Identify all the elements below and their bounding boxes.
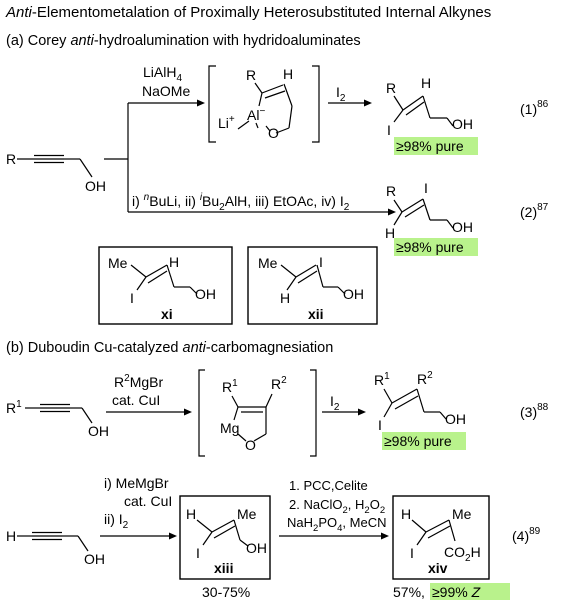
al-anion: Al− (247, 106, 265, 123)
svg-text:H: H (6, 528, 16, 544)
eq1-label: (1)86 (520, 99, 549, 117)
eq1-product: R H I OH (386, 75, 473, 138)
eq3-reagent-grignard: R2MgBr (114, 373, 163, 390)
magnesium-intermediate: R1 R2 Mg O (198, 369, 317, 457)
svg-text:xii: xii (308, 306, 324, 322)
svg-text:OH: OH (88, 423, 109, 439)
svg-text:Me: Me (108, 255, 128, 271)
svg-text:I: I (378, 417, 382, 433)
li-cation: Li+ (218, 114, 235, 131)
svg-text:I: I (410, 545, 414, 561)
eq3-reagent-i2: I2 (330, 393, 340, 413)
svg-text:O: O (268, 125, 279, 141)
svg-text:R2: R2 (271, 375, 287, 392)
svg-text:xi: xi (161, 306, 173, 322)
eq1-purity: ≥98% pure (396, 138, 464, 154)
svg-text:H: H (421, 75, 431, 91)
svg-text:OH: OH (195, 286, 216, 302)
svg-text:Me: Me (237, 506, 257, 522)
start-alkyne-a: R OH (6, 151, 106, 194)
eq1-reagent-lialh4: LiAlH4 (143, 64, 182, 84)
eq2-purity-highlight (394, 238, 478, 256)
svg-text:R1: R1 (222, 378, 238, 395)
svg-text:I: I (319, 254, 323, 270)
eq4-first-arrow: i) MeMgBr cat. CuI ii) I2 (100, 475, 177, 540)
eq3-reagent-cui: cat. CuI (112, 392, 160, 408)
svg-text:O: O (245, 437, 256, 453)
eq4-reagent-memgbr: i) MeMgBr (104, 475, 169, 491)
eq3-purity-highlight (382, 432, 466, 450)
eq4-purity-highlight (430, 583, 510, 600)
eq4-yield-xiv: 57%, (393, 584, 425, 600)
eq1-reagent-naome: NaOMe (142, 83, 190, 99)
svg-text:CO2H: CO2H (444, 544, 481, 564)
svg-text:R1: R1 (6, 399, 22, 416)
svg-text:I: I (196, 545, 200, 561)
eq1-purity-highlight (394, 137, 478, 155)
svg-text:OH: OH (84, 551, 105, 567)
svg-text:H: H (401, 506, 411, 522)
svg-text:OH: OH (445, 411, 466, 427)
section-b-heading: (b) Duboudin Cu-catalyzed anti-carbomagn… (6, 340, 333, 356)
aluminate-intermediate: R H Li+ Al− O (208, 65, 320, 143)
atom-label: R (6, 151, 16, 167)
eq2-purity: ≥98% pure (396, 239, 464, 255)
svg-text:OH: OH (343, 286, 364, 302)
svg-text:OH: OH (452, 116, 473, 132)
svg-text:xiv: xiv (428, 560, 448, 576)
eq4-reagent-naclo2: 2. NaClO2, H2O2 (289, 497, 385, 516)
eq4-second-arrow: 1. PCC,Celite 2. NaClO2, H2O2 NaH2PO4, M… (279, 478, 389, 540)
svg-text:OH: OH (452, 219, 473, 235)
eq3-arrow: R2MgBr cat. CuI (106, 373, 192, 416)
svg-text:H: H (186, 506, 196, 522)
svg-text:OH: OH (246, 540, 267, 556)
eq3-purity: ≥98% pure (384, 433, 452, 449)
eq4-reagent-cui: cat. CuI (124, 493, 172, 509)
compound-xi: Me H I OH xi (98, 246, 233, 325)
svg-text:xiii: xiii (214, 560, 233, 576)
svg-text:R: R (386, 183, 396, 199)
svg-text:I: I (130, 290, 134, 306)
eq4-purity: ≥99% Z (432, 584, 481, 600)
svg-text:R: R (386, 80, 396, 96)
eq3-label: (3)88 (520, 402, 549, 420)
eq4-reagent-buffer: NaH2PO4, MeCN (287, 515, 386, 534)
svg-text:Mg: Mg (220, 420, 239, 436)
svg-text:H: H (169, 254, 179, 270)
svg-text:H: H (385, 225, 395, 241)
svg-text:R: R (246, 67, 256, 83)
eq4-yield-xiii: 30-75% (202, 584, 250, 600)
eq1-reagent-i2: I2 (336, 84, 346, 104)
compound-xii: Me I H OH xii (247, 246, 378, 325)
atom-label: OH (85, 178, 106, 194)
svg-text:H: H (280, 290, 290, 306)
eq4-reagent-pcc: 1. PCC,Celite (289, 478, 368, 493)
eq2-product: R I H OH (385, 180, 473, 241)
eq1-iodination-arrow: I2 (328, 84, 372, 107)
branch-arrows-a (104, 99, 396, 216)
compound-xiv: H Me I CO2H xiv (392, 495, 490, 580)
svg-text:Me: Me (452, 506, 472, 522)
scheme-title: Anti-Elementometalation of Proximally He… (5, 4, 491, 21)
propargyl-alcohol: H OH (6, 528, 105, 567)
eq2-label: (2)87 (520, 202, 549, 220)
section-a-heading: (a) Corey anti-hydroalumination with hyd… (6, 33, 361, 49)
compound-xiii: H Me I OH xiii (179, 495, 271, 580)
svg-text:Me: Me (258, 255, 278, 271)
svg-text:I: I (424, 180, 428, 196)
svg-text:I: I (387, 122, 391, 138)
eq3-iodination-arrow: I2 (322, 393, 366, 416)
svg-text:R1: R1 (374, 371, 390, 388)
eq2-conditions: i) nBuLi, ii) iBu2AlH, iii) EtOAc, iv) I… (132, 192, 350, 213)
eq4-reagent-i2: ii) I2 (104, 511, 129, 531)
eq4-label: (4)89 (512, 526, 541, 544)
eq3-product: R1 R2 I OH (374, 370, 466, 433)
svg-text:H: H (283, 66, 293, 82)
svg-text:R2: R2 (417, 370, 433, 387)
start-alkyne-b: R1 OH (6, 399, 109, 439)
